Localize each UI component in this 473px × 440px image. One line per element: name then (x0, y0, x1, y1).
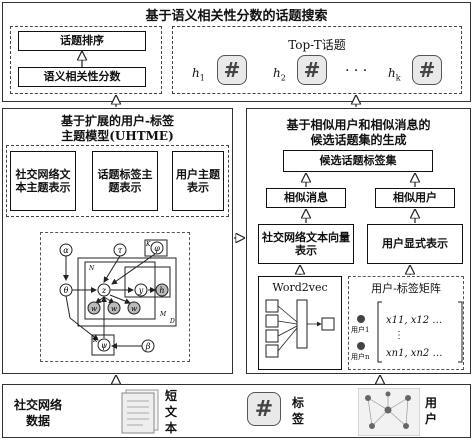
k2-label: K (92, 337, 98, 344)
word2vec-label: Word2vec (272, 281, 328, 294)
h1-label: h1 (192, 66, 205, 83)
similar-msg-box: 相似消息 (266, 188, 346, 208)
tag-hash-icon: # (247, 392, 281, 426)
tag-label: 标签 (291, 396, 304, 426)
h-label: h (159, 286, 164, 295)
semantic-score-box: 语义相关性分数 (18, 67, 146, 87)
user-topic-box: 用户主题表示 (172, 151, 224, 211)
left-title-2: 主题模型(UHTME) (61, 129, 174, 143)
user-network-icon (358, 388, 420, 436)
matrix-vdots: ⋮ (394, 330, 404, 341)
uhtme-model-frame (40, 232, 190, 362)
z-label: z (101, 286, 107, 295)
usern-label: 用户n (351, 353, 370, 361)
hashtag-icon-2: # (297, 55, 327, 85)
right-title-2: 候选话题集的生成 (310, 133, 407, 147)
tau-label: τ (118, 246, 123, 255)
data-label-1: 社交网络 (14, 398, 63, 412)
user-rep-box: 用户显式表示 (367, 224, 463, 264)
psi-label: ψ (101, 341, 108, 350)
topt-title: Top-T话题 (288, 38, 346, 52)
text-vector-box: 社交网络文本向量表示 (258, 224, 354, 264)
hashtag-icon-k: # (412, 55, 442, 85)
text-topic-box: 社交网络文本主题表示 (10, 151, 76, 211)
hk-label: hk (388, 66, 401, 83)
theta-label: θ (64, 286, 69, 295)
top-title: 基于语义相关性分数的话题搜索 (145, 9, 328, 24)
topt-group (172, 26, 462, 94)
y-label: y (138, 286, 144, 295)
user-label: 用户 (424, 396, 437, 426)
short-text-label: 短文本 (164, 389, 177, 435)
hashtag-topic-box: 话题标签主题表示 (92, 151, 158, 211)
w-label: w (131, 305, 137, 313)
user-tag-matrix-box (348, 276, 464, 370)
matrix-rown: xn1, xn2 … (386, 348, 443, 359)
word2vec-network-icon (265, 299, 335, 358)
user1-label: 用户1 (351, 326, 370, 334)
document-icon (121, 389, 159, 434)
nd-label: N (88, 265, 95, 272)
matrix-row1: x11, x12 … (386, 315, 443, 326)
matrix-title: 用户-标签矩阵 (371, 282, 441, 295)
data-label-2: 数据 (26, 414, 51, 428)
beta-label: β (145, 342, 151, 351)
h2-label: h2 (273, 66, 286, 83)
representation-group (6, 145, 229, 217)
similar-user-box: 相似用户 (375, 188, 455, 208)
w1-label: w (91, 305, 97, 313)
m-label: M (159, 311, 167, 318)
ranking-group (10, 26, 162, 94)
candidate-set-box: 候选话题标签集 (283, 150, 433, 172)
alpha-label: α (63, 246, 69, 255)
right-title-1: 基于相似用户和相似消息的 (286, 118, 431, 132)
word2vec-box (258, 276, 342, 370)
phi-label: φ (154, 244, 160, 253)
left-title-1: 基于扩展的用户-标签 (61, 114, 174, 128)
w2-label: w (111, 305, 117, 313)
d-label: D (169, 318, 175, 325)
topic-ranking-box: 话题排序 (18, 31, 146, 51)
ellipsis: · · · (345, 63, 368, 79)
hashtag-icon-1: # (217, 55, 247, 85)
k1-label: K (145, 241, 151, 248)
